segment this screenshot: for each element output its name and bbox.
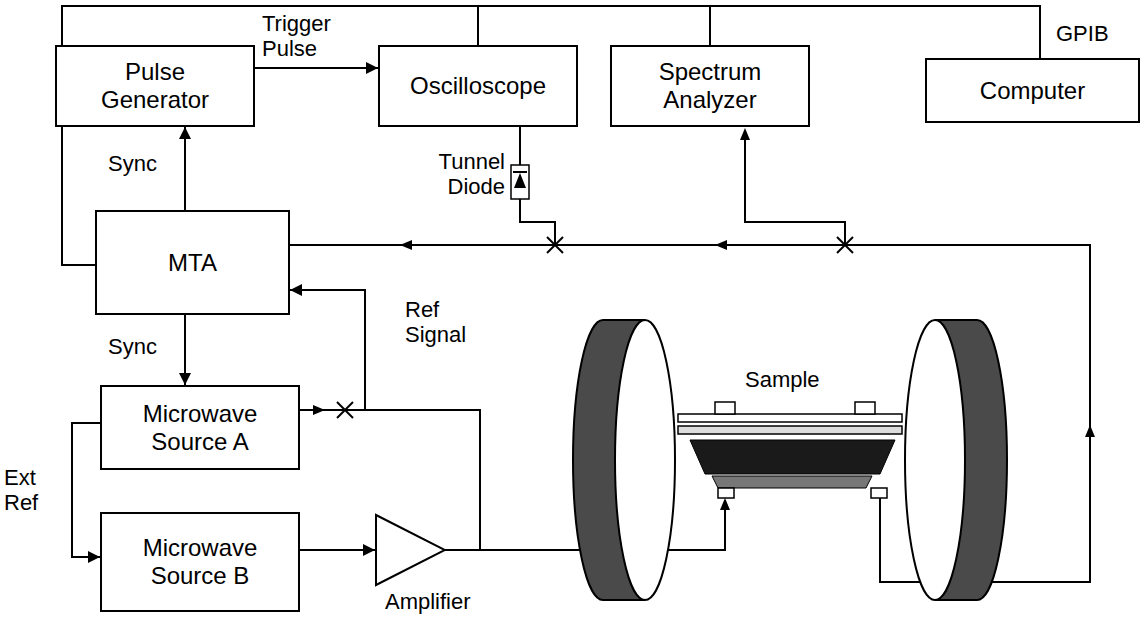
box-label: MTA bbox=[168, 249, 217, 277]
signal-label: Ext Ref bbox=[4, 466, 60, 515]
box-label: Microwave Source B bbox=[124, 534, 276, 589]
arrowhead bbox=[740, 128, 750, 140]
signal-label: Ref Signal bbox=[405, 298, 485, 347]
arrowhead bbox=[1085, 425, 1095, 437]
box-label: Spectrum Analyzer bbox=[634, 58, 786, 113]
process-box: MTA bbox=[95, 210, 290, 315]
coil-edge bbox=[603, 319, 645, 321]
sample-base bbox=[712, 476, 872, 488]
process-box: Computer bbox=[925, 58, 1140, 123]
sample-tab bbox=[871, 488, 887, 498]
coupler-symbol bbox=[547, 237, 563, 253]
magnet-coil bbox=[573, 320, 675, 600]
part-label: GPIB bbox=[1056, 22, 1109, 47]
box-label: Amplifier bbox=[385, 590, 471, 614]
signal-label: Sync bbox=[108, 152, 157, 177]
connector bbox=[72, 423, 100, 557]
process-box: Microwave Source B bbox=[100, 512, 300, 612]
diode-body bbox=[511, 165, 529, 199]
connector bbox=[300, 549, 375, 551]
diode-triangle bbox=[514, 173, 526, 188]
part-label: Tunnel Diode bbox=[405, 150, 505, 199]
process-box: Pulse Generator bbox=[55, 45, 255, 127]
sample-tab bbox=[715, 402, 735, 414]
connector bbox=[255, 67, 378, 69]
coil-edge bbox=[603, 599, 645, 601]
coil-face bbox=[615, 320, 675, 600]
signal-label: Trigger Pulse bbox=[262, 12, 362, 61]
coil-edge bbox=[935, 319, 977, 321]
arrowhead bbox=[720, 498, 730, 510]
coil-edge bbox=[935, 599, 977, 601]
signal-label: Sync bbox=[108, 335, 157, 360]
amplifier-symbol: Amplifier bbox=[375, 508, 485, 616]
analyzer-wire bbox=[745, 140, 845, 245]
process-box: Oscilloscope bbox=[378, 45, 578, 127]
connector bbox=[184, 315, 186, 385]
sample-tab bbox=[855, 402, 875, 414]
amplifier-triangle bbox=[376, 515, 445, 585]
box-label: Microwave Source A bbox=[124, 400, 276, 455]
sample-strip bbox=[678, 426, 902, 434]
part-label: Sample bbox=[745, 368, 820, 393]
coupler-symbol bbox=[547, 237, 563, 253]
amplifier-triangle bbox=[375, 508, 447, 592]
process-box: Spectrum Analyzer bbox=[610, 45, 810, 127]
connector bbox=[290, 290, 365, 410]
magnet-coil bbox=[905, 320, 1007, 600]
tunnel-diode-symbol bbox=[511, 165, 529, 199]
diode-bar bbox=[513, 171, 527, 173]
sample-tab bbox=[718, 488, 734, 498]
sample-plate bbox=[690, 440, 895, 474]
box-label: Pulse Generator bbox=[79, 58, 231, 113]
box-label: Computer bbox=[980, 77, 1085, 105]
arrowhead bbox=[715, 240, 727, 250]
box-label: Oscilloscope bbox=[410, 72, 546, 100]
process-box: Microwave Source A bbox=[100, 385, 300, 470]
coupler-symbol bbox=[837, 237, 853, 253]
coupler-symbol bbox=[837, 237, 853, 253]
sample-stack bbox=[678, 402, 902, 498]
coil-face bbox=[905, 320, 965, 600]
arrowhead bbox=[400, 240, 412, 250]
connector bbox=[184, 127, 186, 210]
sample-strip bbox=[678, 414, 902, 422]
